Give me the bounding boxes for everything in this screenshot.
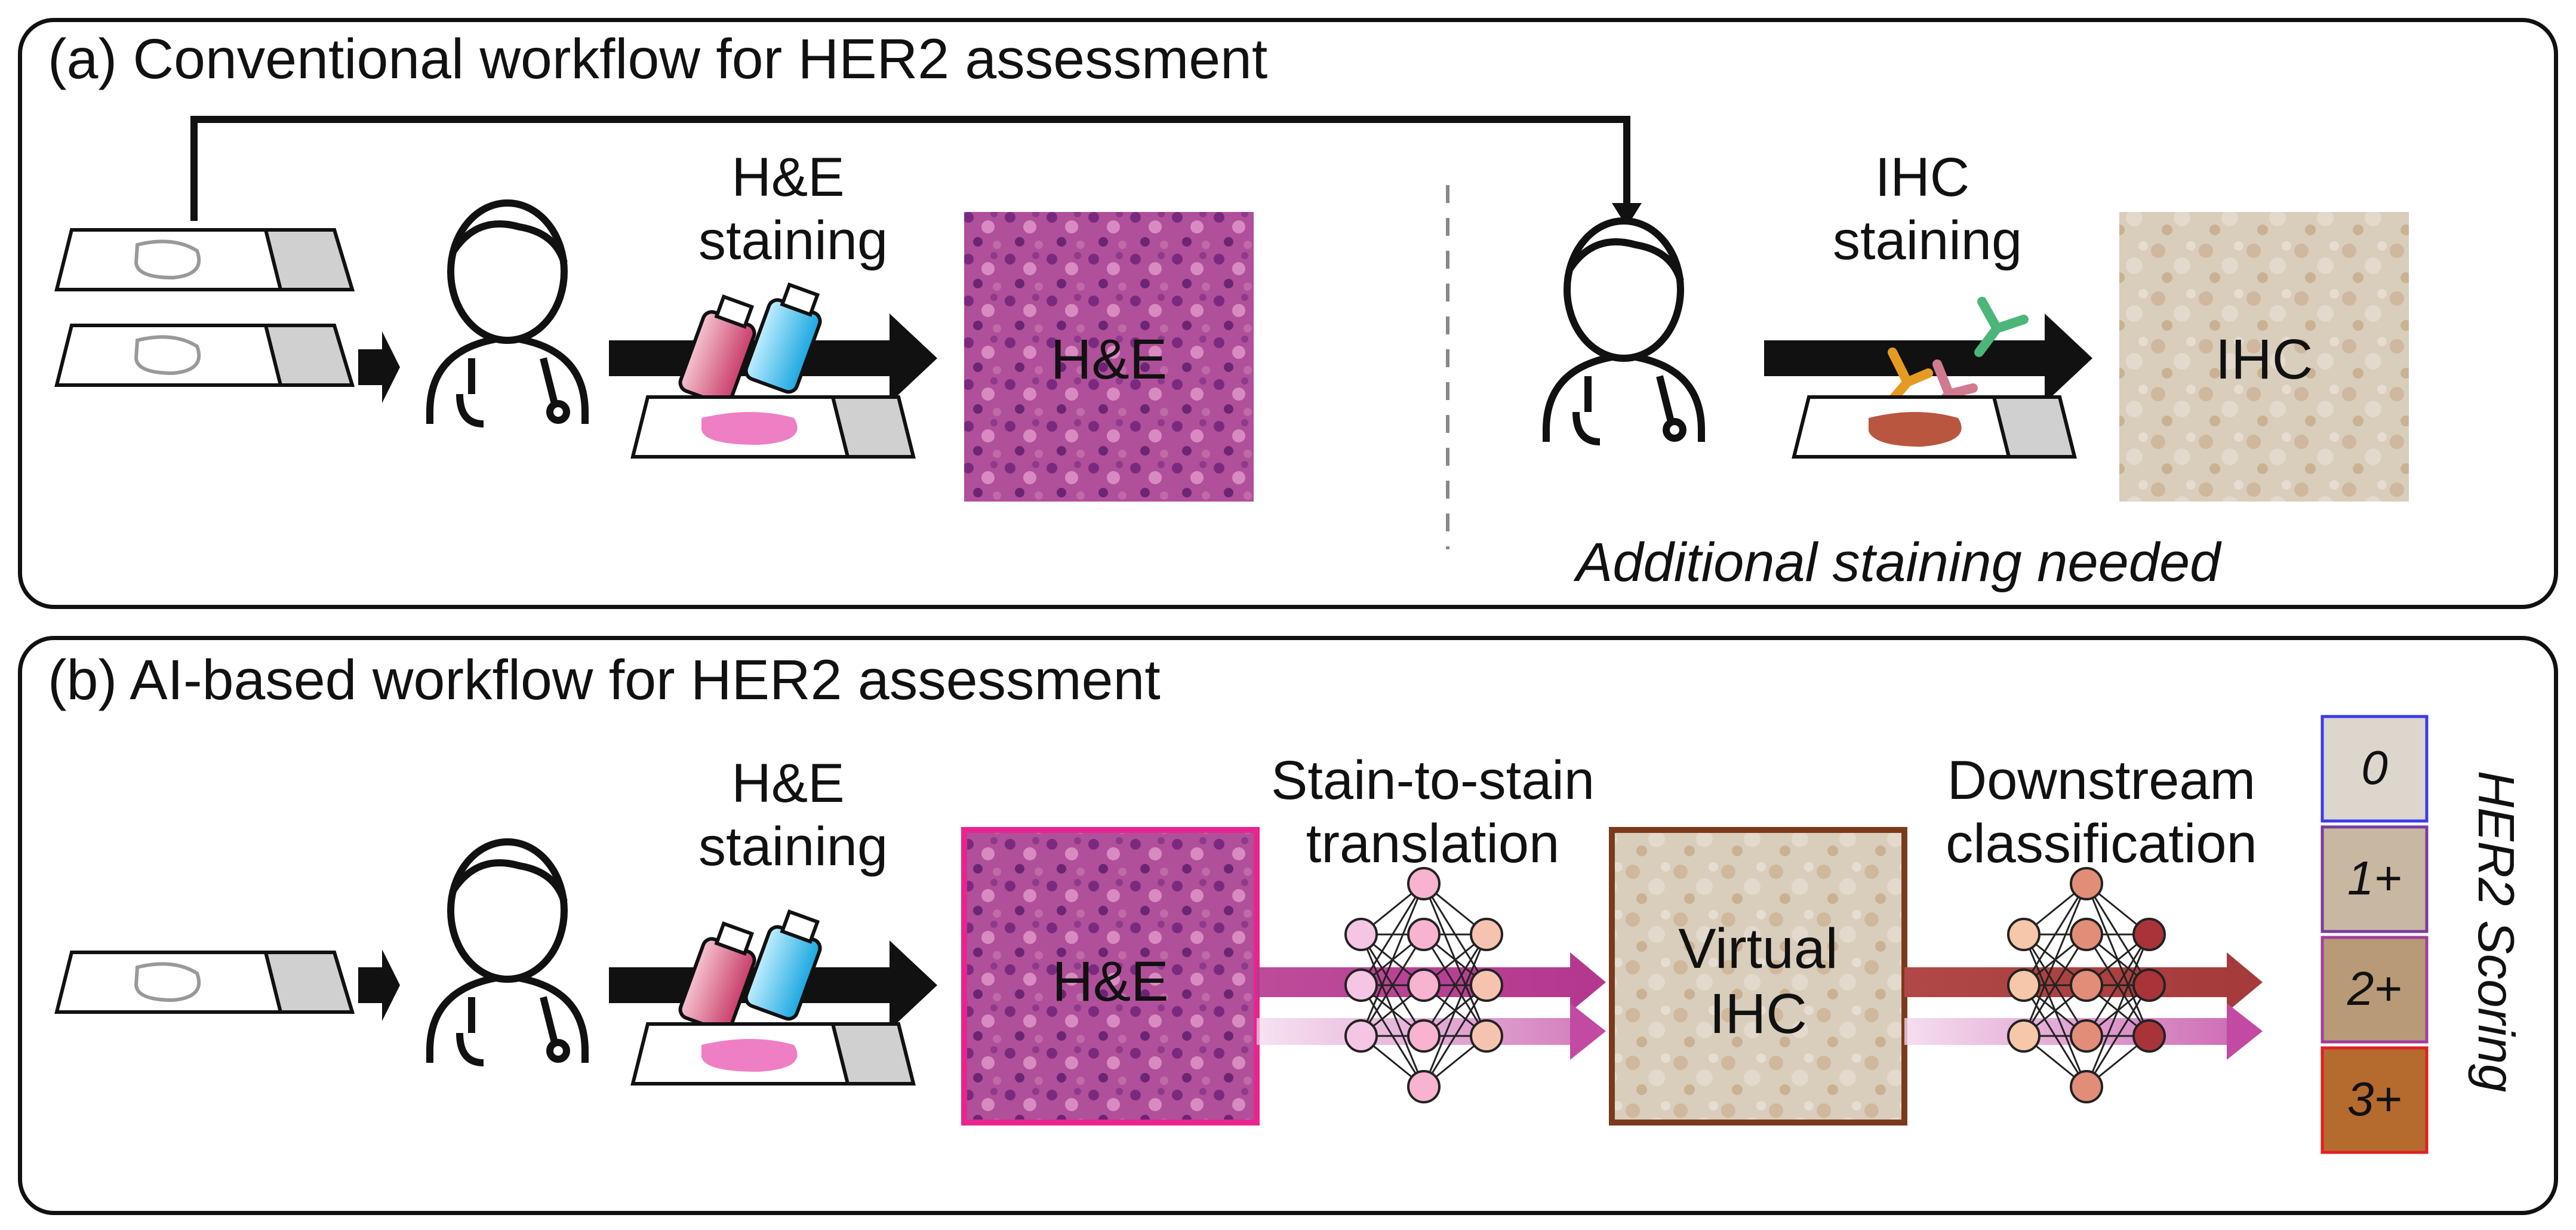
nn1-node [1407,918,1441,951]
nn1-edge [1423,985,1488,1087]
panel-a-title: (a) Conventional workflow for HER2 asses… [48,27,1268,91]
nn2-node [2007,918,2041,951]
nn1-node [1407,1070,1441,1103]
bottle-red-icon-b [678,921,756,1033]
slide-stained-he-a [630,395,916,459]
nn1-edge [1360,883,1425,1037]
nn2-edge [2085,985,2150,1087]
nn1-node [1470,968,1503,1002]
bottle-red-icon-a [678,294,756,406]
he-image-b [961,827,1260,1126]
arrow-a1 [358,331,400,403]
nn2-node [2132,918,2166,951]
ihc-staining-label-a: IHC staining [1833,147,2023,271]
nn2-node [2132,1019,2166,1053]
nn1-node [1344,1019,1378,1053]
routing-line [190,116,1630,221]
additional-staining-note: Additional staining needed [1576,532,2221,593]
virtual-ihc-image [1609,827,1907,1126]
neural-network-translation [1344,867,1503,1103]
slide-top [54,228,355,291]
doctor-icon-b [426,838,589,1066]
nn1-node [1470,1019,1503,1053]
bottle-blue-icon-a [744,282,822,394]
nn2-edge [2085,934,2150,1087]
nn2-edge [2085,934,2150,1037]
nn2-edge [2023,883,2088,986]
nn1-node [1344,968,1378,1002]
nn2-node [2070,1070,2103,1103]
antibody-icon-green [1974,297,2029,357]
panel-b-title: (b) AI-based workflow for HER2 assessmen… [48,648,1161,712]
her2-scoring-label: HER2 Scoring [2467,770,2524,1093]
nn1-edge [1423,934,1488,1037]
score-tile-0 [2320,715,2429,823]
score-label-2plus: 2+ [2347,962,2402,1015]
he-image-a [964,212,1254,502]
arrow-b2-head [890,940,937,1030]
ihc-image-a [2119,212,2409,502]
score-tile-2plus [2320,936,2429,1044]
nn2-node [2007,968,2041,1002]
routing-arrow-head [1612,203,1642,227]
doctor-icon-a2 [1543,217,1705,445]
slide-stained-he-b [630,1022,916,1086]
nn1-edge [1360,934,1425,1037]
he-image-label-b: H&E [1052,950,1169,1013]
arrow-a3-head [2045,313,2092,403]
arrow-b4-upper [1904,967,2233,997]
nn2-node [2070,918,2103,951]
nn2-node [2070,1019,2103,1053]
arrow-b1 [358,949,400,1021]
panel-ai-workflow [18,636,2558,1215]
slide-bottom [54,324,355,387]
slide-stained-ihc-a [1792,395,2077,459]
neural-network-classification [2007,867,2166,1103]
arrow-a3-body [1764,340,2051,376]
nn1-edge [1423,934,1488,1087]
ihc-image-label-a: IHC [2215,328,2313,391]
nn1-node [1344,918,1378,951]
score-label-3plus: 3+ [2347,1072,2402,1126]
nn2-node [2007,1019,2041,1053]
virtual-ihc-label: Virtual IHC [1678,917,1838,1046]
score-tile-3plus [2320,1046,2429,1154]
nn1-edge [1360,883,1425,986]
classification-label: Downstream classification [1946,750,2257,874]
nn1-node [1407,1019,1441,1053]
score-tile-1plus [2320,825,2429,933]
nn2-node [2070,867,2103,900]
he-staining-label-b: H&E staining [698,753,888,877]
nn1-node [1407,968,1441,1002]
nn1-node [1407,867,1441,900]
score-label-1plus: 1+ [2347,851,2402,905]
score-label-0: 0 [2361,741,2388,794]
arrow-a2-head [890,313,937,403]
bottle-blue-icon-b [744,909,822,1021]
slide-b [54,951,355,1014]
nn2-edge [2023,883,2088,1037]
he-image-label-a: H&E [1050,328,1168,391]
nn2-node [2132,968,2166,1002]
nn1-node [1470,918,1503,951]
doctor-icon-a1 [426,199,589,428]
he-staining-label-a: H&E staining [698,147,888,271]
nn2-edge [2023,934,2088,1037]
translation-label: Stain-to-stain translation [1270,750,1595,874]
nn2-node [2070,968,2103,1002]
